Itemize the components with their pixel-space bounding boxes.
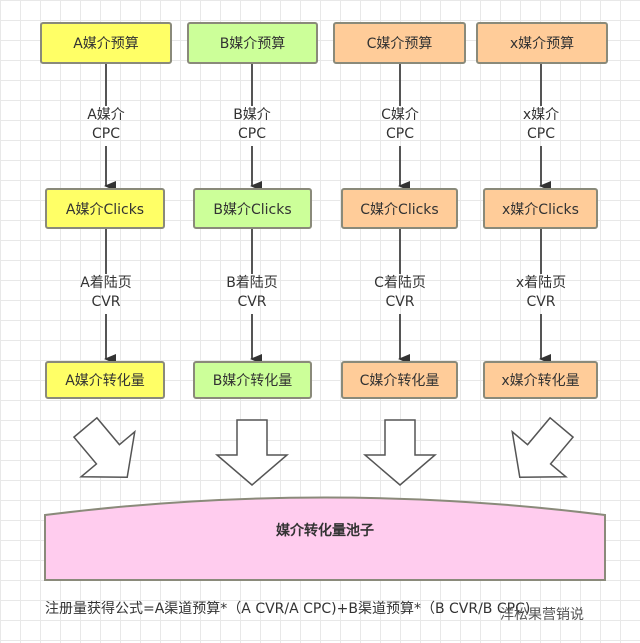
budget-box-x: x媒介预算 bbox=[476, 22, 608, 64]
hollow-arrow-icon bbox=[511, 416, 575, 479]
label-line: CPC bbox=[238, 126, 266, 142]
label-line: A媒介 bbox=[87, 107, 125, 123]
label-line: CPC bbox=[92, 126, 120, 142]
label-line: C着陆页 bbox=[374, 275, 426, 291]
label-line: B着陆页 bbox=[226, 275, 278, 291]
conversions-box-x: x媒介转化量 bbox=[483, 361, 598, 399]
label-line: C媒介 bbox=[381, 107, 419, 123]
cvr-label-B: B着陆页 CVR bbox=[212, 274, 292, 312]
hollow-arrow-icon bbox=[362, 419, 438, 486]
cpc-label-C: C媒介 CPC bbox=[360, 106, 440, 144]
formula-text: 注册量获得公式=A渠道预算*（A CVR/A CPC)+B渠道预算*（B CVR… bbox=[45, 601, 531, 617]
hollow-arrow-icon bbox=[214, 419, 290, 486]
label-line: CVR bbox=[385, 294, 415, 310]
label-line: B媒介 bbox=[233, 107, 271, 123]
cpc-label-x: x媒介 CPC bbox=[501, 106, 581, 144]
clicks-box-B: B媒介Clicks bbox=[193, 188, 312, 229]
pool-shape bbox=[44, 496, 606, 581]
budget-box-B: B媒介预算 bbox=[187, 22, 318, 64]
cvr-label-C: C着陆页 CVR bbox=[360, 274, 440, 312]
budget-box-C: C媒介预算 bbox=[333, 22, 466, 64]
label-line: A着陆页 bbox=[80, 275, 132, 291]
label-line: x媒介 bbox=[522, 107, 560, 123]
label-line: CVR bbox=[526, 294, 556, 310]
watermark: 洋松果营销说 bbox=[500, 607, 584, 623]
cvr-label-A: A着陆页 CVR bbox=[66, 274, 146, 312]
conversions-box-B: B媒介转化量 bbox=[193, 361, 312, 399]
conversions-box-A: A媒介转化量 bbox=[45, 361, 165, 399]
label-line: CVR bbox=[91, 294, 121, 310]
cpc-label-A: A媒介 CPC bbox=[66, 106, 146, 144]
clicks-box-A: A媒介Clicks bbox=[45, 188, 165, 229]
label-line: x着陆页 bbox=[515, 275, 567, 291]
clicks-box-x: x媒介Clicks bbox=[483, 188, 598, 229]
conversions-box-C: C媒介转化量 bbox=[341, 361, 458, 399]
label-line: CVR bbox=[237, 294, 267, 310]
clicks-box-C: C媒介Clicks bbox=[341, 188, 458, 229]
cpc-label-B: B媒介 CPC bbox=[212, 106, 292, 144]
pool-label: 媒介转化量池子 bbox=[276, 523, 374, 539]
label-line: CPC bbox=[527, 126, 555, 142]
label-line: CPC bbox=[386, 126, 414, 142]
cvr-label-x: x着陆页 CVR bbox=[501, 274, 581, 312]
budget-box-A: A媒介预算 bbox=[40, 22, 172, 64]
hollow-arrow-icon bbox=[72, 416, 136, 479]
